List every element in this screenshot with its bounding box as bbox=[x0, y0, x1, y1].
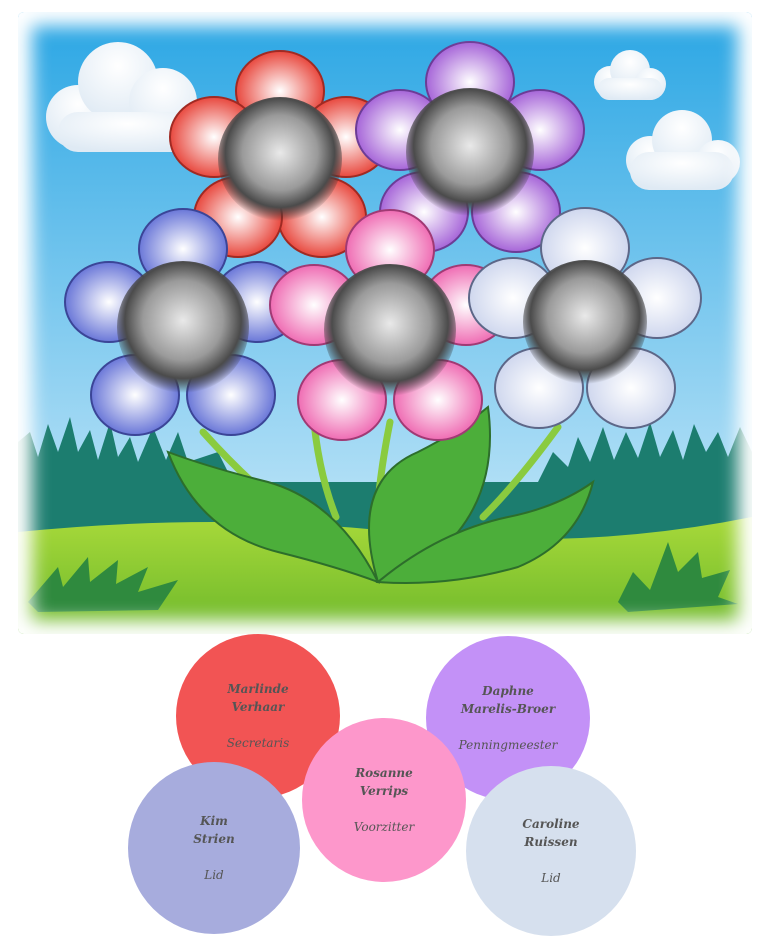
cloud-right bbox=[626, 110, 740, 190]
member-name: Rosanne Verrips bbox=[355, 766, 413, 798]
member-role: Voorzitter bbox=[353, 820, 415, 834]
member-role: Secretaris bbox=[226, 736, 290, 750]
member-circle-rosanne: Rosanne Verrips Voorzitter bbox=[302, 718, 466, 882]
member-name: Marlinde Verhaar bbox=[227, 682, 289, 714]
member-role: Penningmeester bbox=[458, 738, 558, 752]
portrait-photo bbox=[218, 97, 342, 221]
grass-tuft-right bbox=[618, 542, 738, 612]
flower-white bbox=[468, 207, 702, 429]
member-circle-kim: Kim Strien Lid bbox=[128, 762, 300, 934]
cloud-small bbox=[594, 50, 666, 100]
flower-scene-svg bbox=[18, 12, 752, 634]
member-name: Daphne Marelis-Broer bbox=[460, 684, 556, 716]
flower-purple bbox=[355, 41, 585, 253]
flower-red bbox=[169, 50, 391, 258]
flower-illustration bbox=[18, 12, 752, 634]
cloud-left bbox=[46, 42, 212, 156]
portrait-photo bbox=[523, 260, 647, 384]
portrait-photo bbox=[406, 88, 534, 216]
leaves bbox=[166, 405, 595, 584]
member-role: Lid bbox=[204, 868, 224, 882]
member-role: Lid bbox=[541, 871, 561, 885]
grass-tuft-left bbox=[28, 557, 178, 612]
member-name: Kim Strien bbox=[193, 814, 235, 846]
portrait-photo bbox=[117, 261, 249, 393]
member-name: Caroline Ruissen bbox=[522, 817, 580, 849]
member-circle-caroline: Caroline Ruissen Lid bbox=[466, 766, 636, 936]
portrait-photo bbox=[324, 264, 456, 396]
